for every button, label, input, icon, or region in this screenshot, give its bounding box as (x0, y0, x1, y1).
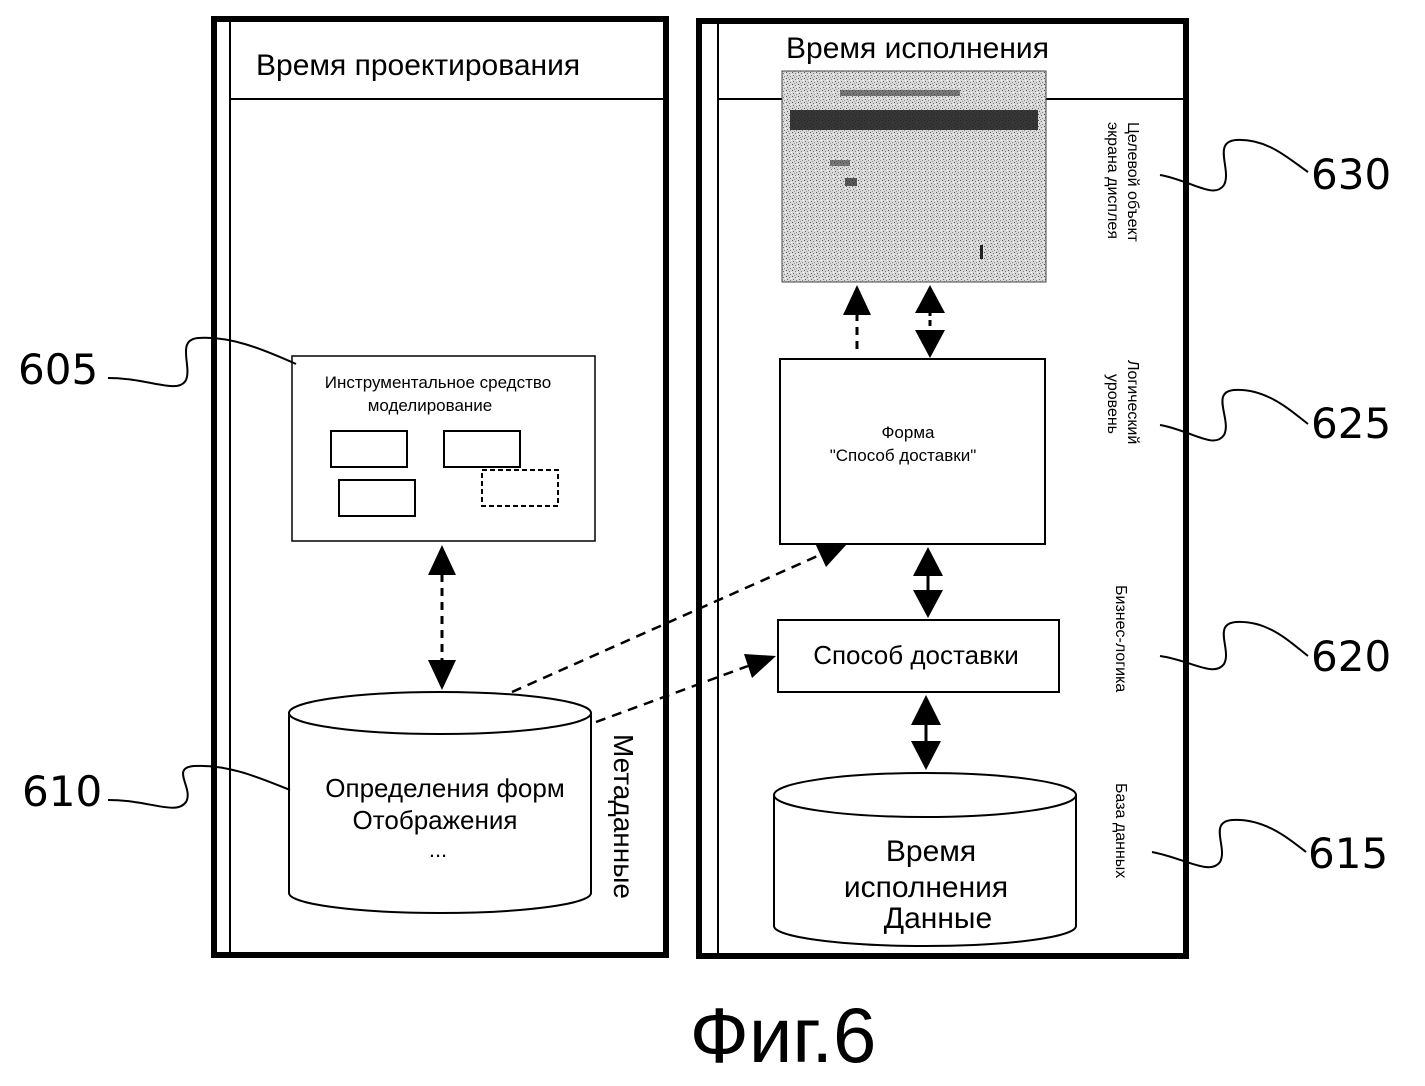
model-element-1 (330, 430, 408, 468)
layer-label-logic-line2: уровень (1104, 374, 1121, 434)
delivery-method-box: Способ доставки (777, 619, 1060, 693)
layer-label-display-line1: Целевой объект (1124, 122, 1141, 243)
ref-610: 610 (22, 764, 291, 816)
design-time-title: Время проектирования (256, 49, 580, 82)
runtime-database: Время исполнения Данные (773, 772, 1077, 947)
ref-605-label: 605 (18, 345, 98, 394)
metadata-database: Определения форм Отображения ... (288, 691, 592, 914)
arrow-form-to-screen (843, 285, 871, 349)
modeling-tool-box: Инструментальное средство моделирование (291, 355, 596, 542)
arrow-form-delivery-bidirectional (913, 547, 943, 618)
ref-630-label: 630 (1311, 150, 1391, 199)
layer-label-logic: Логический уровень (1104, 360, 1141, 444)
ref-615-label: 615 (1308, 829, 1388, 878)
arrow-metadata-to-delivery (595, 654, 776, 724)
layer-label-display-screen: Целевой объект экрана дисплея (1104, 122, 1141, 243)
runtime-db-line3: Данные (884, 902, 992, 935)
arrow-tool-metadata-bidirectional (428, 545, 456, 690)
metadata-side-label: Метаданные (608, 734, 639, 899)
ref-620: 620 (1159, 620, 1391, 681)
delivery-method-label: Способ доставки (813, 640, 1019, 670)
metadata-db-line3: ... (429, 837, 447, 862)
ref-605: 605 (18, 336, 297, 394)
ref-615: 615 (1151, 818, 1388, 878)
metadata-db-line2: Отображения (353, 805, 518, 835)
layer-label-database: База данных (1112, 783, 1129, 878)
ref-630: 630 (1159, 138, 1391, 199)
runtime-db-line2: исполнения (844, 871, 1008, 904)
model-element-2 (443, 430, 521, 468)
arrow-metadata-to-form (511, 543, 847, 694)
ref-625-label: 625 (1311, 399, 1391, 448)
runtime-title: Время исполнения (786, 32, 1049, 65)
ref-625: 625 (1159, 388, 1391, 448)
figure-caption: Фиг.6 (690, 991, 877, 1079)
display-screen-thumbnail (781, 70, 1047, 283)
form-box: Форма "Способ доставки" (779, 358, 1046, 545)
design-time-panel: Время проектирования Метаданные (211, 16, 669, 958)
model-element-3 (338, 479, 416, 517)
runtime-panel: Время исполнения (696, 18, 1189, 959)
arrow-delivery-db-bidirectional (911, 695, 941, 770)
modeling-tool-line1: Инструментальное средство (325, 373, 551, 392)
model-element-4 (481, 469, 559, 507)
ref-610-label: 610 (22, 767, 102, 816)
metadata-db-line1: Определения форм (325, 773, 564, 803)
ref-620-label: 620 (1311, 632, 1391, 681)
runtime-db-line1: Время (886, 835, 976, 868)
layer-label-logic-line1: Логический (1124, 360, 1141, 444)
arrow-screen-form-bidirectional (915, 285, 945, 358)
modeling-tool-line2: моделирование (368, 396, 493, 415)
layer-label-display-line2: экрана дисплея (1104, 122, 1121, 239)
layer-label-business: Бизнес-логика (1112, 585, 1129, 692)
form-box-line1: Форма (882, 423, 936, 442)
form-box-line2: "Способ доставки" (830, 446, 977, 465)
